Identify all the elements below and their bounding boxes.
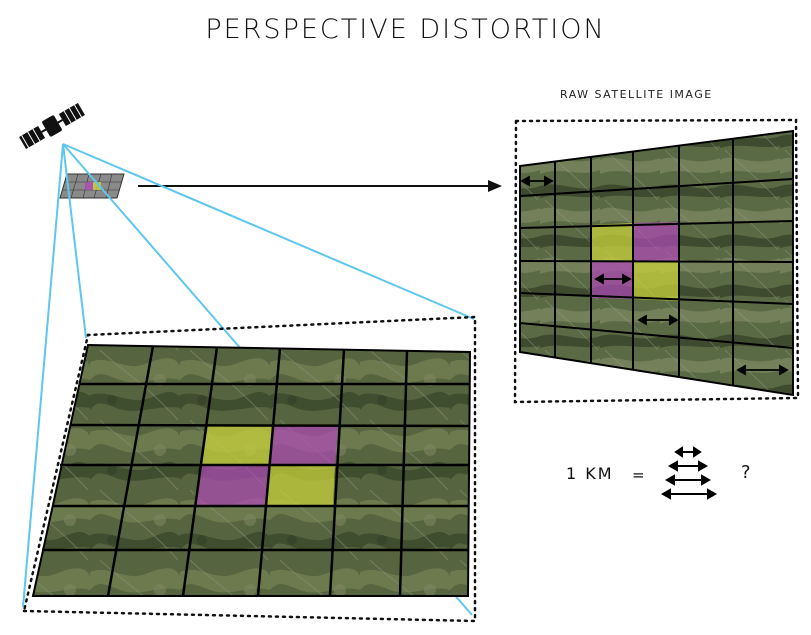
- equation-lhs: 1 KM: [566, 464, 614, 483]
- transfer-arrow: [138, 180, 502, 192]
- raw-satellite-image: [513, 118, 800, 404]
- satellite-icon: [19, 102, 85, 150]
- equation-question: ?: [741, 462, 751, 483]
- ground-footprint: [22, 315, 477, 623]
- double-arrow-icon: [660, 446, 718, 500]
- equation-equals: =: [632, 466, 645, 484]
- diagram-title: PERSPECTIVE DISTORTION: [205, 14, 606, 45]
- raw-satellite-image-label: RAW SATELLITE IMAGE: [560, 88, 713, 101]
